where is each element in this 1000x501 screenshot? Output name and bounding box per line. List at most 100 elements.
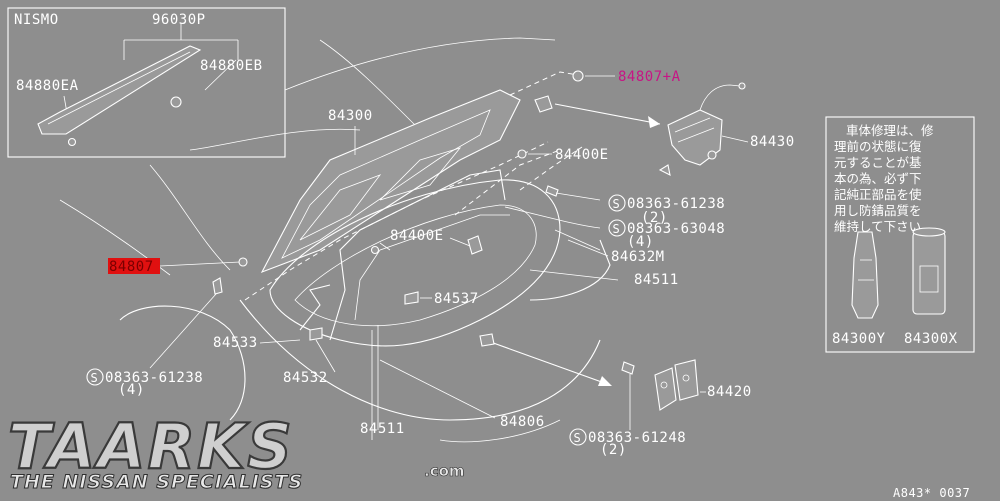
hinge-84533[interactable]	[299, 284, 331, 331]
striker-bracket[interactable]	[534, 95, 553, 113]
part-84807[interactable]	[238, 257, 248, 267]
s-circle-3	[86, 368, 104, 386]
cable-end	[738, 82, 746, 90]
hinge-hole-1	[660, 381, 668, 389]
bolt-head-84807A[interactable]	[572, 70, 584, 82]
spoiler-clip[interactable]	[170, 96, 182, 108]
clip-84400E-mid[interactable]	[370, 245, 380, 255]
spoiler-line	[47, 51, 191, 125]
bolt-2-code[interactable]: 08363-63048	[627, 221, 725, 237]
spoiler-grommet[interactable]	[67, 137, 77, 147]
bolt-3-qty: (4)	[118, 382, 145, 398]
label-84300[interactable]: 84300	[328, 108, 373, 124]
hinge-mount[interactable]	[479, 333, 495, 347]
torsion-bar-84511[interactable]	[329, 169, 506, 341]
note-border	[825, 116, 975, 353]
trunk-inner-edge	[294, 204, 537, 327]
nismo-inset: NISMO 96030P 84880EB 84880EA	[7, 7, 286, 158]
bolt-callout-4[interactable]: S 08363-61248 (2)	[569, 361, 686, 458]
rust-spray-can-icon[interactable]	[912, 231, 946, 315]
bolt-icon-4[interactable]	[621, 361, 635, 375]
note-line-1: 車体修理は、修	[846, 123, 934, 138]
bolt-lock-screw[interactable]	[658, 164, 671, 176]
note-line-7: 維持して下さい。	[834, 219, 934, 234]
arrow-to-hinge	[484, 339, 611, 386]
leader-bolt-3	[149, 293, 217, 369]
arrow-to-lock	[554, 103, 661, 125]
trunk-lid-panel[interactable]	[260, 89, 521, 274]
grommet-84400E-mid[interactable]	[467, 235, 483, 255]
part-84532[interactable]	[309, 327, 323, 341]
lock-detail	[674, 117, 715, 143]
trunk-lid[interactable]	[260, 89, 521, 274]
highlight-84807	[108, 258, 160, 274]
bolt-callout-1[interactable]: S 08363-61238 (2)	[545, 185, 725, 226]
arrowhead-lock	[648, 116, 660, 128]
trunk-lock-84430[interactable]	[667, 82, 746, 166]
tube-detail	[858, 259, 874, 281]
label-84300X[interactable]: 84300X	[904, 331, 958, 347]
label-84400E-mid[interactable]: 84400E	[390, 228, 444, 244]
hinge-plate-2[interactable]	[674, 359, 699, 401]
bolt-1-qty: (2)	[641, 210, 668, 226]
can-top	[912, 227, 946, 237]
lock-screw-icon[interactable]	[658, 164, 671, 176]
hinge-plate-1[interactable]	[654, 367, 677, 411]
bolt-4-qty: (2)	[600, 442, 627, 458]
label-96030P[interactable]: 96030P	[152, 12, 206, 28]
label-84511-bottom[interactable]: 84511	[360, 421, 405, 437]
spoiler-part[interactable]	[37, 45, 202, 135]
weatherstrip-84632M[interactable]	[269, 179, 561, 347]
bolt-84807A[interactable]	[572, 70, 584, 82]
label-84632M[interactable]: 84632M	[611, 249, 665, 265]
s-circle-2	[608, 219, 626, 237]
label-84511[interactable]: 84511	[634, 272, 679, 288]
bolt-4-code[interactable]: 08363-61248	[588, 430, 686, 446]
note-line-6: 用し防錆品質を	[834, 203, 922, 218]
inset-title: NISMO	[14, 12, 59, 28]
grommet-84400E-top[interactable]	[517, 149, 527, 159]
part-84537[interactable]	[404, 291, 419, 305]
hinge-arms	[299, 169, 510, 440]
logo-domain: .com	[424, 462, 465, 480]
label-84806[interactable]: 84806	[500, 414, 545, 430]
bolt-callout-3[interactable]: S 08363-61238 (4)	[86, 277, 223, 398]
bolt-2-qty: (4)	[627, 234, 654, 250]
repair-note-box: 車体修理は、修 理前の状態に復 元することが基 本の為、必ず下 記純正部品を使 …	[825, 116, 975, 353]
label-84420[interactable]: 84420	[707, 384, 752, 400]
dash-line-2	[454, 149, 561, 216]
arrowhead-hinge	[598, 376, 612, 386]
s-symbol-4: S	[574, 431, 582, 445]
note-line-3: 元することが基	[834, 155, 922, 170]
bolt-1-code[interactable]: 08363-61238	[627, 196, 725, 212]
leader-84533	[259, 339, 301, 344]
roof-line	[284, 37, 556, 91]
bolt-callout-2[interactable]: S 08363-63048 (4)	[504, 206, 725, 250]
install-lines	[244, 71, 583, 301]
leader-84511	[529, 269, 619, 281]
label-84537[interactable]: 84537	[434, 291, 479, 307]
label-84532[interactable]: 84532	[283, 370, 328, 386]
bolt-3-code[interactable]: 08363-61238	[105, 370, 203, 386]
leader-96030P	[123, 24, 239, 60]
leader-84806	[379, 359, 496, 419]
label-84807A[interactable]: 84807+A	[618, 69, 681, 85]
label-84807[interactable]: 84807	[109, 259, 154, 275]
label-84880EB[interactable]: 84880EB	[200, 58, 263, 74]
sealant-tube-icon[interactable]	[851, 231, 879, 319]
label-84430[interactable]: 84430	[750, 134, 795, 150]
label-84400E-top[interactable]: 84400E	[555, 147, 609, 163]
note-line-2: 理前の状態に復	[834, 139, 922, 154]
label-84300Y[interactable]: 84300Y	[832, 331, 886, 347]
bolt-icon-3[interactable]	[212, 277, 223, 295]
c-pillar	[319, 39, 421, 131]
label-84533[interactable]: 84533	[213, 335, 258, 351]
label-84880EA[interactable]: 84880EA	[16, 78, 79, 94]
fender-line	[59, 199, 171, 276]
hinge-84420[interactable]	[654, 359, 699, 411]
torsion-bar-inner	[354, 214, 510, 321]
bolt-icon-1[interactable]	[545, 185, 559, 197]
tail-light-right	[529, 239, 611, 301]
s-symbol-2: S	[613, 222, 621, 236]
